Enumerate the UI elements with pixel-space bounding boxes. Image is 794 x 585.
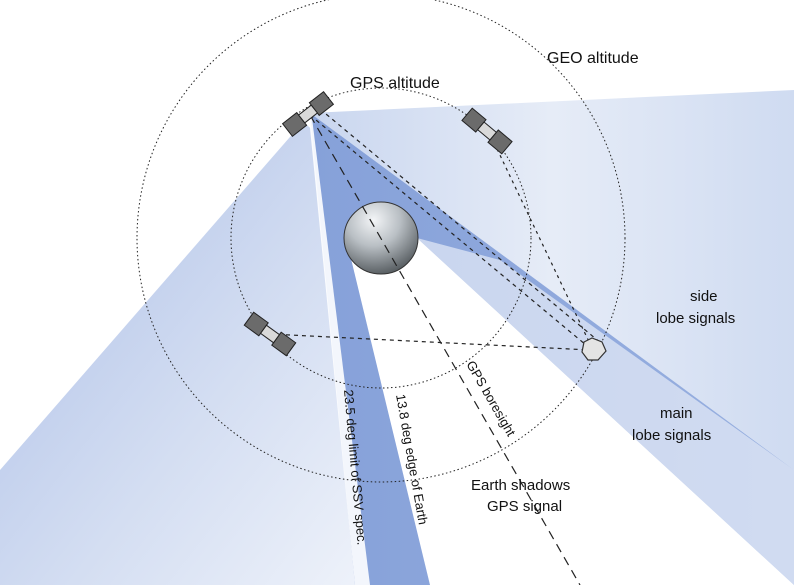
line-to-receiver-1 xyxy=(309,114,593,351)
gps-satellite-right xyxy=(461,107,513,155)
main-lobe-label-line1: main xyxy=(660,405,693,422)
side-lobe-region-left xyxy=(0,122,360,585)
earth-shadow-label-line2: GPS signal xyxy=(487,498,562,515)
earth-shadow-region xyxy=(346,238,794,585)
geo-altitude-label: GEO altitude xyxy=(547,50,639,67)
gps-satellite-left xyxy=(243,311,297,357)
main-lobe-label-line2: lobe signals xyxy=(632,427,711,444)
line-to-receiver-2 xyxy=(319,108,603,345)
geo-orbit-circle xyxy=(136,0,626,483)
boresight-line xyxy=(309,114,581,585)
side-lobe-label-line2: lobe signals xyxy=(656,310,735,327)
side-lobe-label-line1: side xyxy=(690,288,718,305)
gps-satellite-top xyxy=(281,90,335,138)
earth-shadow-soft-edge xyxy=(417,238,794,585)
earth-shadow-label-line1: Earth shadows xyxy=(471,477,570,494)
side-lobe-region-right xyxy=(310,90,794,470)
gps-orbit-circle xyxy=(230,87,532,389)
gps-altitude-label: GPS altitude xyxy=(350,75,440,92)
receiver-hexagon-icon xyxy=(581,337,607,361)
line-left-sat-receiver xyxy=(269,333,591,351)
ssv-limit-edge xyxy=(309,118,370,585)
line-right-sat-receiver xyxy=(487,129,593,349)
